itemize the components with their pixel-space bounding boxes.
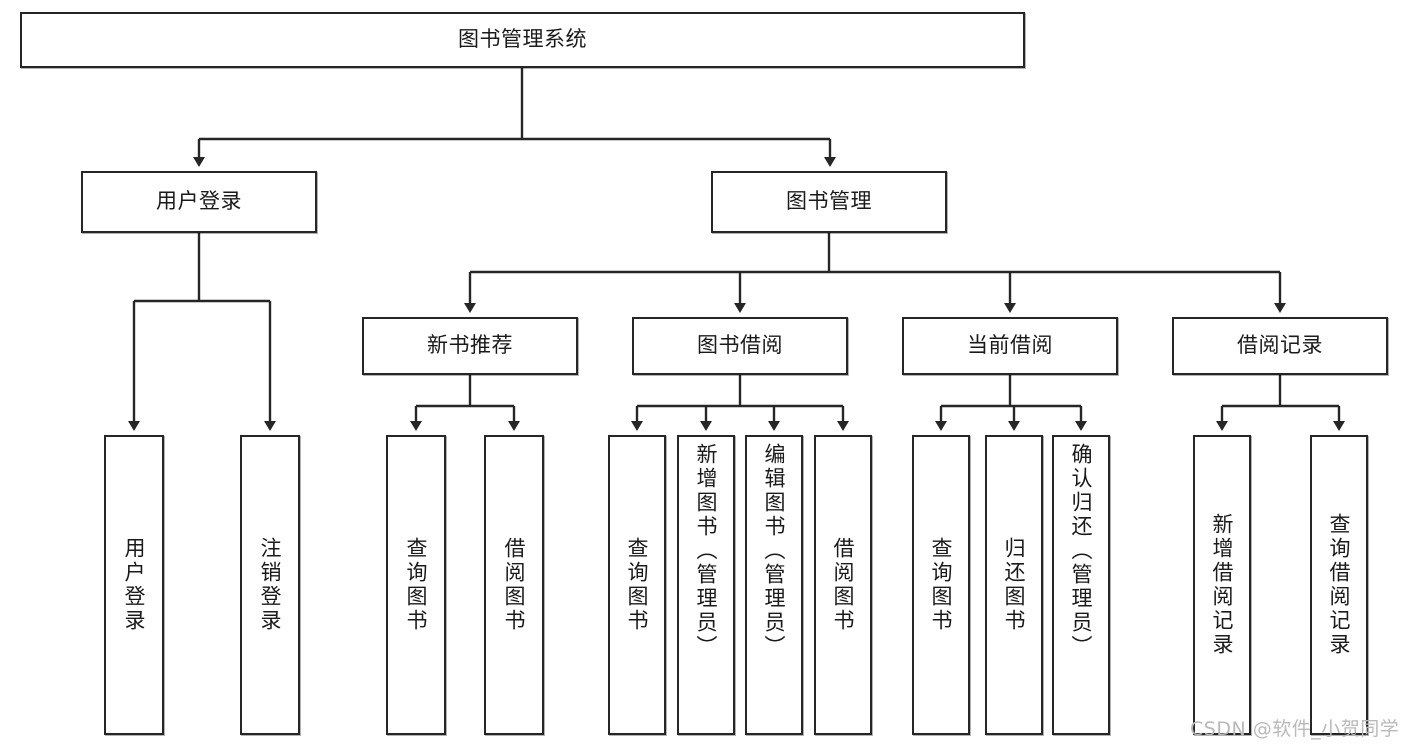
node-leaf-query-book-2-label: 查询图书 — [625, 537, 650, 633]
node-leaf-user-login[interactable]: 用户登录 — [104, 435, 164, 735]
node-new-book-recommend[interactable]: 新书推荐 — [362, 317, 578, 375]
node-current-borrow[interactable]: 当前借阅 — [902, 317, 1118, 375]
wire-root-bus — [193, 68, 836, 167]
node-user-login[interactable]: 用户登录 — [81, 171, 317, 233]
node-leaf-add-borrow-record[interactable]: 新增借阅记录 — [1193, 435, 1251, 735]
node-leaf-add-book-admin[interactable]: 新增图书（管理员） — [677, 435, 735, 735]
node-leaf-query-borrow-record-label: 查询借阅记录 — [1327, 513, 1352, 657]
wire-user-login-bus — [128, 233, 276, 431]
node-borrow-record-label: 借阅记录 — [1237, 333, 1323, 358]
node-leaf-borrow-book-1-label: 借阅图书 — [502, 537, 527, 633]
node-user-login-label: 用户登录 — [156, 189, 242, 214]
node-leaf-edit-book-admin-label: 编辑图书（管理员） — [762, 443, 787, 659]
node-leaf-edit-book-admin[interactable]: 编辑图书（管理员） — [745, 435, 803, 735]
node-book-management-label: 图书管理 — [786, 189, 872, 214]
node-leaf-borrow-book-1[interactable]: 借阅图书 — [484, 435, 544, 735]
node-leaf-user-login-label: 用户登录 — [122, 537, 147, 633]
wire-book-management-bus — [464, 233, 1286, 313]
node-leaf-borrow-book-2-label: 借阅图书 — [831, 537, 856, 633]
node-current-borrow-label: 当前借阅 — [967, 333, 1053, 358]
node-root[interactable]: 图书管理系统 — [20, 12, 1025, 68]
node-leaf-add-book-admin-label: 新增图书（管理员） — [694, 443, 719, 659]
node-book-borrow[interactable]: 图书借阅 — [632, 317, 848, 375]
node-leaf-query-book-3[interactable]: 查询图书 — [912, 435, 970, 735]
wire-current-borrow-bus — [935, 375, 1087, 431]
wire-book-borrow-bus — [631, 375, 849, 431]
node-new-book-recommend-label: 新书推荐 — [427, 333, 513, 358]
node-borrow-record[interactable]: 借阅记录 — [1172, 317, 1388, 375]
node-leaf-return-book[interactable]: 归还图书 — [985, 435, 1043, 735]
node-leaf-return-book-label: 归还图书 — [1002, 537, 1027, 633]
wire-borrow-record-bus — [1216, 375, 1345, 431]
node-book-management[interactable]: 图书管理 — [711, 171, 947, 233]
node-leaf-query-book-3-label: 查询图书 — [929, 537, 954, 633]
node-leaf-query-book-2[interactable]: 查询图书 — [608, 435, 666, 735]
node-root-label: 图书管理系统 — [458, 27, 587, 52]
node-leaf-confirm-return-admin[interactable]: 确认归还（管理员） — [1052, 435, 1110, 735]
csdn-watermark: CSDN @软件_小贺同学 — [1190, 718, 1400, 740]
node-leaf-borrow-book-2[interactable]: 借阅图书 — [814, 435, 872, 735]
node-leaf-logout-login[interactable]: 注销登录 — [240, 435, 300, 735]
wire-new-book-recommend-bus — [410, 375, 520, 431]
node-leaf-query-book-1-label: 查询图书 — [404, 537, 429, 633]
node-leaf-add-borrow-record-label: 新增借阅记录 — [1210, 513, 1235, 657]
node-leaf-confirm-return-admin-label: 确认归还（管理员） — [1069, 443, 1094, 659]
node-book-borrow-label: 图书借阅 — [697, 333, 783, 358]
node-leaf-query-borrow-record[interactable]: 查询借阅记录 — [1310, 435, 1368, 735]
node-leaf-query-book-1[interactable]: 查询图书 — [386, 435, 446, 735]
node-leaf-logout-login-label: 注销登录 — [258, 537, 283, 633]
